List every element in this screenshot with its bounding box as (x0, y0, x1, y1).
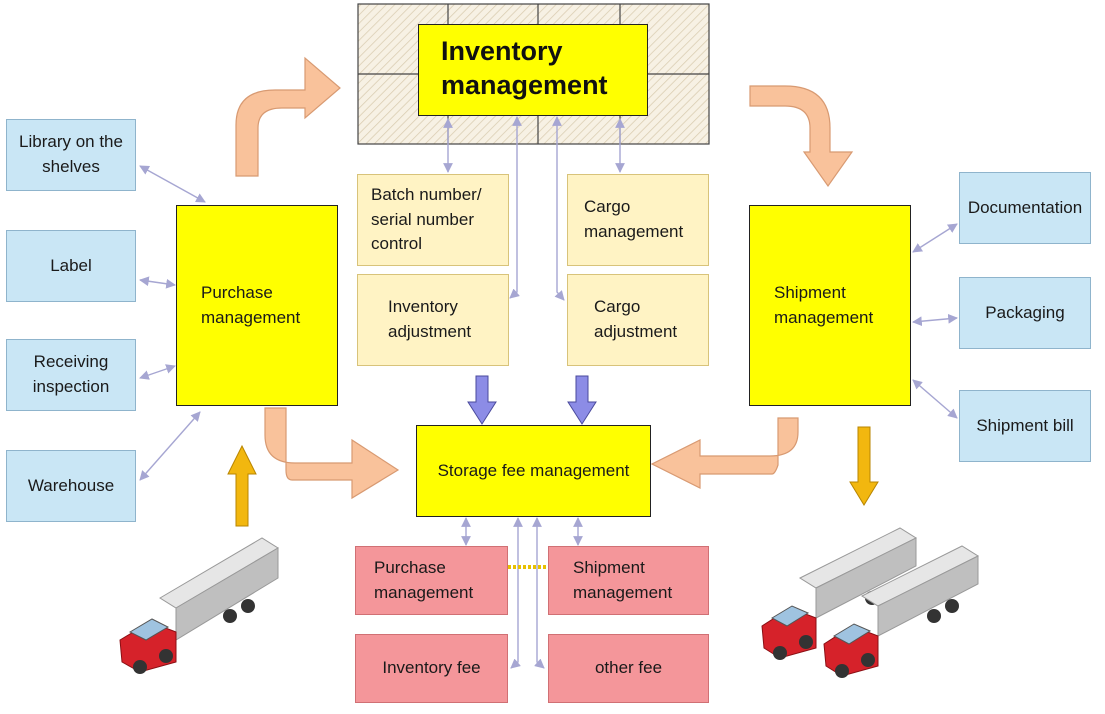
other-fee-box: other fee (548, 634, 709, 703)
inventory-management-title: Inventory management (418, 24, 648, 116)
arrow-shipment-down (849, 426, 879, 506)
arrow-purchase-to-inventory (235, 56, 341, 177)
gold-arrows (227, 426, 879, 527)
inventory-adjustment-box: Inventory adjustment (357, 274, 509, 366)
storage-fee-management-box: Storage fee management (416, 425, 651, 517)
packaging-box: Packaging (959, 277, 1091, 349)
label-box: Label (6, 230, 136, 302)
purchase-management-box: Purchase management (176, 205, 338, 406)
arrow-inventory-to-shipment (749, 85, 854, 188)
purple-arrows (467, 375, 597, 425)
truck-right-front (823, 545, 980, 678)
cargo-adjustment-box: Cargo adjustment (567, 274, 709, 366)
fee-shipment-management-box: Shipment management (548, 546, 709, 615)
cargo-management-box: Cargo management (567, 174, 709, 266)
library-on-shelves-box: Library on the shelves (6, 119, 136, 191)
warehouse-box: Warehouse (6, 450, 136, 522)
big-flow-arrows (235, 56, 854, 500)
batch-serial-control-box: Batch number/ serial number control (357, 174, 509, 266)
receiving-inspection-box: Receiving inspection (6, 339, 136, 411)
connector-lines (139, 116, 958, 669)
arrow-inv-adjust-down (467, 375, 497, 425)
arrow-truck-up (227, 444, 257, 527)
truck-right-back (761, 527, 918, 660)
inventory-fee-box: Inventory fee (355, 634, 508, 703)
arrow-shipment-to-storage (650, 417, 799, 489)
arrow-purchase-to-storage (264, 407, 400, 500)
fee-purchase-management-box: Purchase management (355, 546, 508, 615)
shipment-management-box: Shipment management (749, 205, 911, 406)
arrow-cargo-adjust-down (567, 375, 597, 425)
truck-left (119, 537, 279, 674)
documentation-box: Documentation (959, 172, 1091, 244)
shipment-bill-box: Shipment bill (959, 390, 1091, 462)
